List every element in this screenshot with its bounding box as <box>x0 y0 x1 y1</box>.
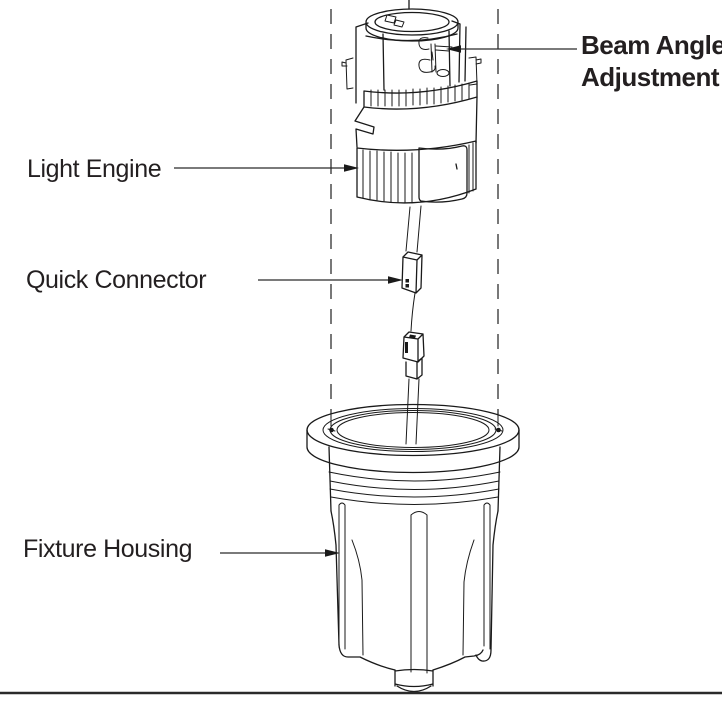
toothed-ring-teeth <box>370 82 470 107</box>
male-connector-pins <box>405 279 409 288</box>
light-engine-drawing <box>341 8 482 204</box>
callout-leaders <box>174 45 577 557</box>
label-fixture-housing: Fixture Housing <box>23 535 192 563</box>
bucket-bottom-edge <box>338 644 484 671</box>
bottom-cap <box>394 668 434 693</box>
right-fin <box>462 502 491 656</box>
male-connector <box>401 251 423 294</box>
flange-ring-2 <box>329 410 497 450</box>
label-light-engine: Light Engine <box>27 155 161 183</box>
beam-angle-arrowhead <box>446 45 461 53</box>
top-ring-tabs <box>384 14 405 28</box>
label-beam-angle-line2: Adjustment <box>581 62 720 92</box>
female-connector <box>402 331 425 380</box>
ribbed-drum-outline <box>356 140 477 204</box>
lower-stem <box>405 378 420 445</box>
flange-screw-right <box>494 427 503 433</box>
fixture-housing-arrowhead <box>325 549 340 557</box>
flange-ring-3 <box>336 412 490 448</box>
tapered-collar <box>354 96 478 148</box>
left-bracket <box>341 57 354 90</box>
quick-connector-arrowhead <box>388 276 403 284</box>
right-bracket <box>468 56 482 86</box>
connector-wire <box>410 292 416 332</box>
beam-adjust-screw-head <box>436 69 450 77</box>
neck-ribs <box>328 471 501 505</box>
center-fin <box>410 511 428 674</box>
neck-sides <box>328 446 501 512</box>
callout-labels: Beam Angle Adjustment Light Engine Quick… <box>23 30 722 563</box>
top-ring-inner <box>374 11 450 33</box>
ribbed-drum-front-panel <box>418 145 468 203</box>
flange-ring-1 <box>322 408 504 452</box>
flange-side <box>306 429 520 474</box>
female-connector-socket <box>405 334 416 353</box>
flange-screw-left <box>327 427 336 433</box>
label-beam-angle-line1: Beam Angle <box>581 30 722 60</box>
upper-stem <box>405 205 422 253</box>
fixture-housing-drawing <box>306 403 520 693</box>
bucket-right-edge <box>475 510 499 662</box>
beam-adjust-screws <box>418 37 453 73</box>
bucket-left-edge <box>330 510 340 646</box>
centerlines <box>330 0 499 427</box>
quick-connector-drawing <box>401 205 425 445</box>
body-outline <box>355 20 467 104</box>
label-quick-connector: Quick Connector <box>26 266 206 294</box>
ribbed-drum-ribs <box>362 142 474 204</box>
left-fin <box>338 502 364 656</box>
light-engine-arrowhead <box>344 164 359 172</box>
top-ring-outer <box>365 8 459 36</box>
